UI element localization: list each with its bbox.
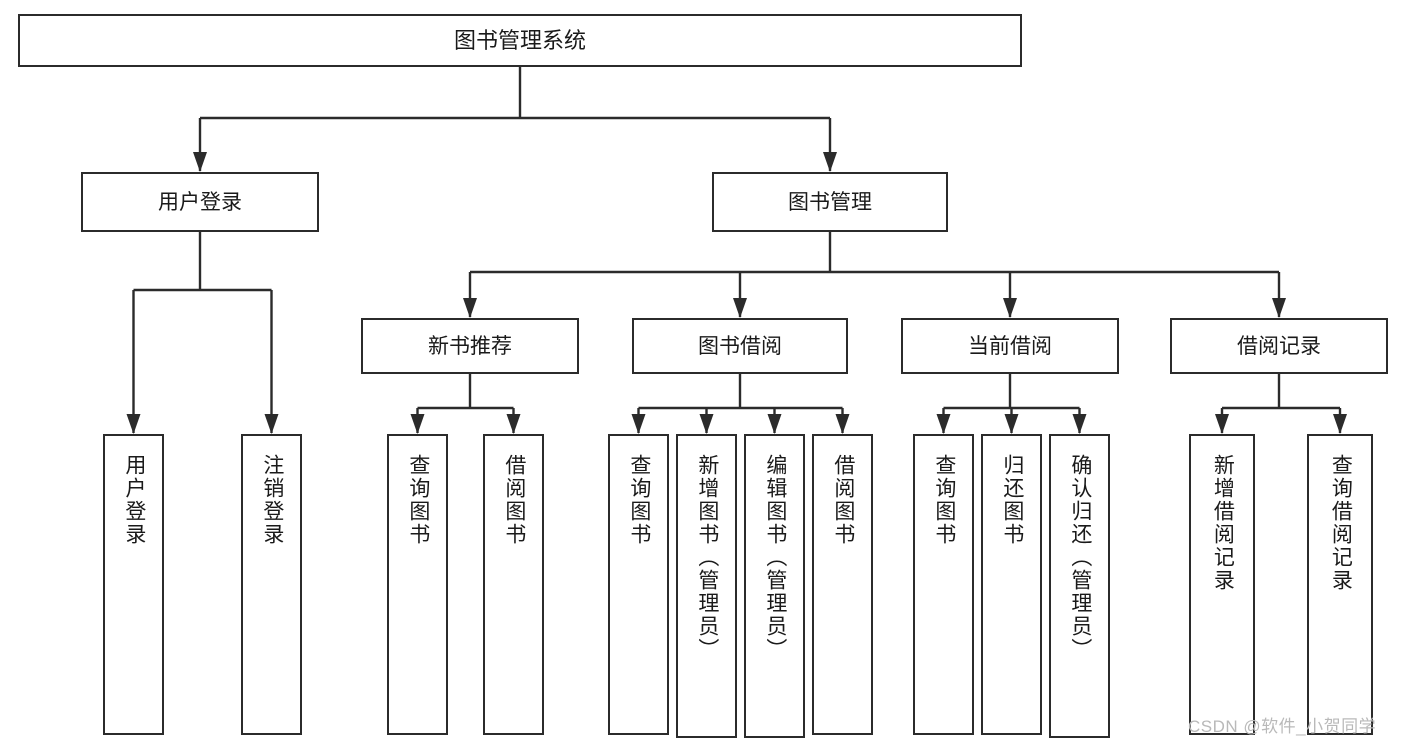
arrow-head	[936, 414, 951, 434]
arrow-head	[1333, 414, 1347, 434]
node-label: 查询图书	[932, 454, 956, 546]
node-label: 编辑图书（管理员）	[763, 454, 787, 661]
tree-node-leaf_10[interactable]: 确认归还（管理员）	[1049, 434, 1110, 738]
tree-node-leaf_3[interactable]: 借阅图书	[483, 434, 544, 735]
tree-node-leaf_1[interactable]: 注销登录	[241, 434, 302, 735]
arrow-head	[733, 298, 747, 318]
arrow-head	[1215, 414, 1229, 434]
tree-node-leaf_11[interactable]: 新增借阅记录	[1189, 434, 1255, 735]
node-label: 查询图书	[627, 454, 651, 546]
arrow-head	[193, 152, 207, 172]
tree-node-leaf_4[interactable]: 查询图书	[608, 434, 669, 735]
tree-node-l2_3[interactable]: 借阅记录	[1170, 318, 1388, 374]
node-label: 用户登录	[122, 454, 146, 546]
tree-node-l2_2[interactable]: 当前借阅	[901, 318, 1119, 374]
tree-node-leaf_12[interactable]: 查询借阅记录	[1307, 434, 1373, 735]
node-label: 图书管理	[788, 190, 872, 214]
tree-node-leaf_2[interactable]: 查询图书	[387, 434, 448, 735]
node-label: 查询借阅记录	[1329, 454, 1353, 592]
node-label: 借阅记录	[1237, 334, 1321, 358]
watermark-label: CSDN @软件_小贺同学	[1188, 717, 1377, 736]
tree-node-leaf_9[interactable]: 归还图书	[981, 434, 1042, 735]
node-label: 新增借阅记录	[1211, 454, 1235, 592]
node-label: 新增图书（管理员）	[695, 454, 719, 661]
arrow-head	[699, 414, 714, 434]
arrow-head	[835, 414, 850, 434]
tree-node-leaf_5[interactable]: 新增图书（管理员）	[676, 434, 737, 738]
arrow-head	[264, 414, 279, 434]
arrow-head	[1072, 414, 1087, 434]
tree-node-l2_0[interactable]: 新书推荐	[361, 318, 579, 374]
root-node[interactable]: 图书管理系统	[18, 14, 1022, 67]
arrow-head	[767, 414, 782, 434]
arrow-head	[1003, 298, 1017, 318]
node-label: 新书推荐	[428, 334, 512, 358]
node-label: 确认归还（管理员）	[1068, 454, 1092, 661]
tree-node-l1_0[interactable]: 用户登录	[81, 172, 319, 232]
arrow-head	[410, 414, 425, 434]
arrow-head	[1272, 298, 1286, 318]
tree-node-leaf_8[interactable]: 查询图书	[913, 434, 974, 735]
node-label: 借阅图书	[831, 454, 855, 546]
arrow-head	[463, 298, 477, 318]
arrow-head	[506, 414, 521, 434]
node-label: 归还图书	[1000, 454, 1024, 546]
tree-node-leaf_6[interactable]: 编辑图书（管理员）	[744, 434, 805, 738]
node-label: 图书管理系统	[453, 27, 586, 53]
node-label: 借阅图书	[502, 454, 526, 546]
node-label: 图书借阅	[698, 334, 782, 358]
tree-node-leaf_7[interactable]: 借阅图书	[812, 434, 873, 735]
node-label: 查询图书	[406, 454, 430, 546]
tree-node-l1_1[interactable]: 图书管理	[712, 172, 948, 232]
node-label: 用户登录	[158, 190, 242, 214]
arrow-head	[631, 414, 646, 434]
tree-node-l2_1[interactable]: 图书借阅	[632, 318, 848, 374]
arrow-head	[1004, 414, 1019, 434]
tree-node-leaf_0[interactable]: 用户登录	[103, 434, 164, 735]
arrow-head	[823, 152, 837, 172]
node-label: 当前借阅	[968, 334, 1052, 358]
node-label: 注销登录	[260, 454, 284, 546]
arrow-head	[126, 414, 141, 434]
